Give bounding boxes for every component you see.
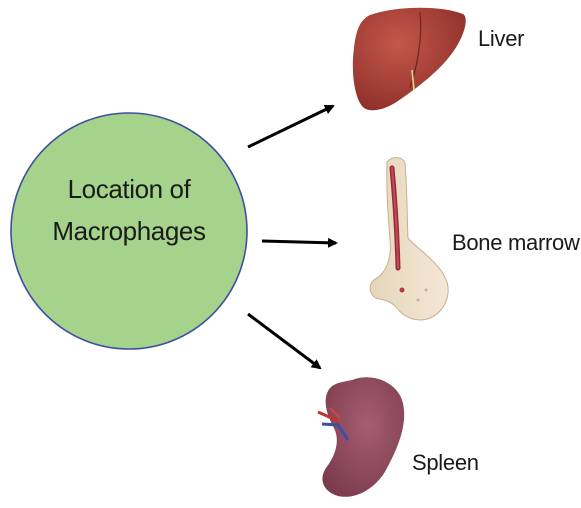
center-label-line2: Macrophages [14,210,244,252]
arrow-to-liver [248,106,333,147]
arrow-to-spleen [248,314,320,368]
arrow-to-bone-marrow [262,241,336,243]
spleen-label: Spleen [412,450,479,476]
bone-marrow-label: Bone marrow [452,230,580,256]
center-label-line1: Location of [14,168,244,210]
liver-icon [353,8,466,111]
liver-label: Liver [478,26,524,52]
center-label: Location of Macrophages [14,168,244,252]
spleen-icon [318,377,404,497]
bone-marrow-icon [370,158,448,320]
